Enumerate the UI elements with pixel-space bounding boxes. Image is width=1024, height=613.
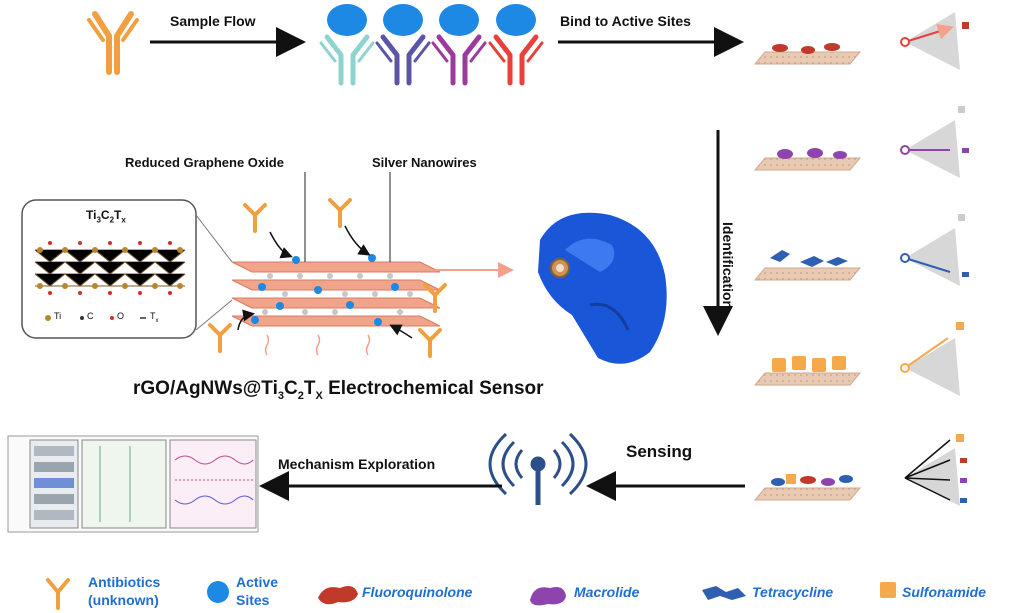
crystal-formula-label: Ti3C2Tx <box>86 208 126 225</box>
gauge-fluoroquinolone <box>900 12 969 70</box>
legend-fluoroquinolone-icon <box>318 586 358 605</box>
antibody-icon <box>87 11 139 75</box>
gauge-macrolide <box>900 106 969 178</box>
legend-tetracycline-icon <box>702 586 746 600</box>
atom-legend-tx: Tx <box>150 311 159 324</box>
atom-legend-c: C <box>87 311 94 321</box>
substrate-mixed <box>753 474 862 501</box>
antibody-active-site-group <box>319 4 544 86</box>
layered-sensor <box>231 254 441 327</box>
legend-fluoroquinolone: Fluoroquinolone <box>362 584 473 600</box>
gauge-tetracycline <box>900 214 969 286</box>
substrate-sulfonamide <box>753 356 862 386</box>
legend-sulfonamide-icon <box>880 582 896 598</box>
substrate-fluoroquinolone <box>753 43 862 65</box>
inset-pointer-2 <box>195 299 233 331</box>
legend-antibiotics-line2: (unknown) <box>88 592 159 608</box>
sensor-title: rGO/AgNWs@Ti3C2TX Electrochemical Sensor <box>133 378 544 402</box>
atom-legend-o: O <box>117 311 125 321</box>
mechanism-plots-thumbnail <box>7 435 259 533</box>
crystal-structure-inset <box>21 199 197 339</box>
rgo-label: Reduced Graphene Oxide <box>125 155 284 170</box>
wireless-icon <box>488 432 588 505</box>
legend-sulfonamide: Sulfonamide <box>902 584 987 600</box>
heat-waves <box>264 334 371 356</box>
inset-pointer <box>195 214 233 263</box>
legend-active-site-icon <box>207 581 229 603</box>
legend-antibody-icon <box>46 578 70 610</box>
sensing-label: Sensing <box>626 442 693 461</box>
legend-active-line1: Active <box>236 574 279 590</box>
substrate-macrolide <box>753 148 862 171</box>
gloved-hand-image <box>538 212 667 364</box>
legend-macrolide-icon <box>530 587 566 606</box>
substrate-tetracycline <box>753 250 862 281</box>
atom-legend-ti: Ti <box>54 311 62 321</box>
gauge-mixed <box>904 434 967 506</box>
identification-label: Identification <box>720 222 736 310</box>
free-antibodies <box>208 198 447 358</box>
gauge-sulfonamide <box>900 322 964 396</box>
legend-macrolide: Macrolide <box>574 584 640 600</box>
legend-tetracycline: Tetracycline <box>752 584 834 600</box>
agnw-label: Silver Nanowires <box>372 155 477 170</box>
bind-active-sites-label: Bind to Active Sites <box>560 13 691 29</box>
sample-flow-label: Sample Flow <box>170 13 256 29</box>
legend-antibiotics-line1: Antibiotics <box>88 574 161 590</box>
curved-pointers <box>237 225 413 339</box>
mechanism-exploration-label: Mechanism Exploration <box>278 456 436 472</box>
legend-active-line2: Sites <box>236 592 270 608</box>
